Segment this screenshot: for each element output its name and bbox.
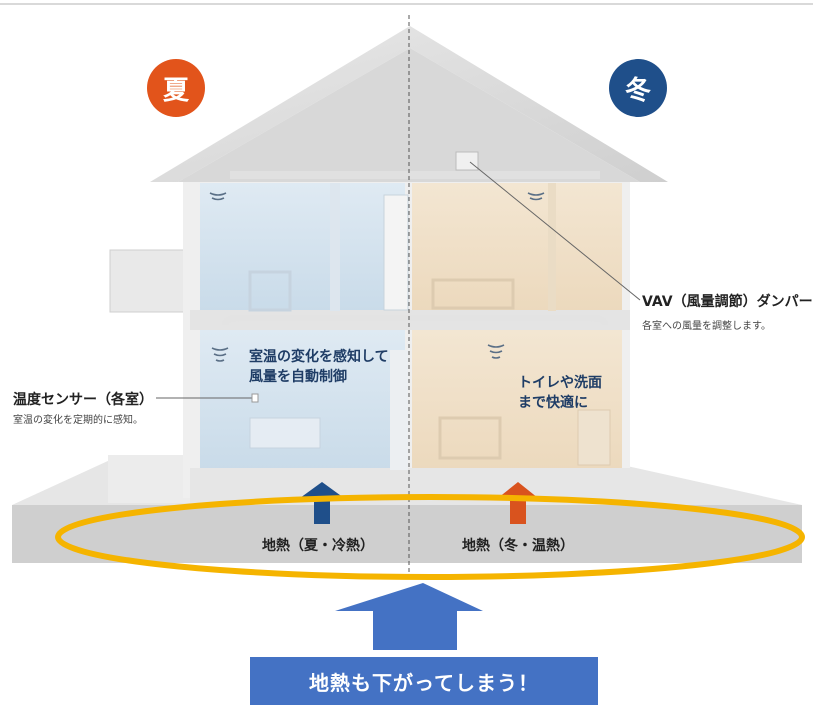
winter-upper-room (412, 183, 622, 311)
ground-floor (190, 468, 630, 498)
geothermal-summer-arrow (300, 482, 344, 524)
sensor-callout-title: 温度センサー（各室） (13, 392, 153, 408)
up-arrow-icon (335, 583, 483, 650)
summer-upper-room (200, 183, 405, 311)
stairs (390, 350, 408, 470)
air-icon-summer-lower (211, 347, 229, 362)
winter-room-text-line2: まで快適に (518, 395, 588, 411)
air-icon-winter-upper (527, 192, 545, 201)
winter-washer (577, 409, 611, 466)
summer-badge: 夏 (147, 59, 205, 117)
summer-partition (330, 183, 340, 311)
vav-callout-subtitle: 各室への風量を調整します。 (642, 321, 771, 332)
balcony (109, 249, 191, 313)
ground-slab (12, 505, 802, 563)
sensor-callout-subtitle: 室温の変化を定期的に感知。 (13, 415, 143, 426)
porch (108, 455, 190, 503)
air-icon-summer-upper (209, 192, 227, 201)
winter-partition (548, 183, 556, 311)
vav-leader-line (469, 161, 641, 301)
vav-damper-unit (455, 151, 479, 171)
mid-duct (221, 314, 609, 326)
winter-bed (431, 278, 515, 310)
winter-badge: 冬 (609, 59, 667, 117)
winter-room-text-line1: トイレや洗面 (518, 375, 602, 391)
geothermal-winter-arrow (498, 482, 538, 524)
geothermal-summer-label: 地熱（夏・冷熱） (262, 538, 374, 554)
summer-chair (248, 270, 292, 312)
summer-room-text-line1: 室温の変化を感知して (249, 349, 389, 365)
geothermal-winter-label: 地熱（冬・温熱） (462, 538, 574, 554)
highlight-ellipse (55, 494, 805, 580)
sensor-device (251, 393, 259, 403)
vav-callout-title: VAV（風量調節）ダンパー (642, 294, 813, 310)
summer-room-text-line2: 風量を自動制御 (249, 369, 347, 385)
warning-banner: 地熱も下がってしまう！ (250, 657, 598, 705)
roof (150, 26, 668, 182)
winter-table (438, 416, 502, 460)
air-icon-winter-lower (487, 344, 505, 359)
summer-sofa (249, 417, 321, 449)
summer-wardrobe (383, 194, 409, 311)
